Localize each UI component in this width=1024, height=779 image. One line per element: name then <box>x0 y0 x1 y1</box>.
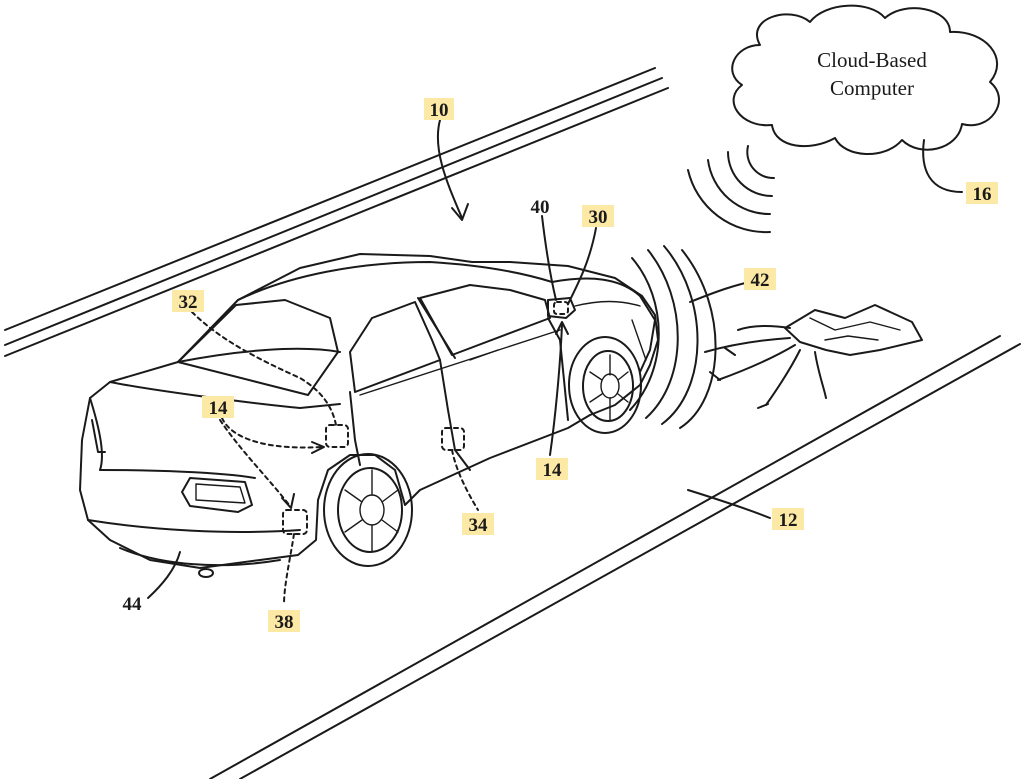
front-wheel <box>568 336 642 434</box>
label-38: 38 <box>275 612 294 633</box>
reference-labels: 10 40 30 32 14 14 34 38 44 42 12 16 <box>123 98 998 633</box>
highlight-16 <box>966 182 998 204</box>
highlight-32 <box>172 290 204 312</box>
rear-wheel <box>323 453 413 567</box>
wireless-signal-icon <box>687 145 775 234</box>
label-14-rear: 14 <box>209 398 229 419</box>
rear-side-window <box>349 301 441 393</box>
vehicle <box>79 253 659 578</box>
road-debris <box>689 279 923 409</box>
road-edge-lower-1 <box>209 335 1001 779</box>
label-16: 16 <box>973 184 992 205</box>
road-edge-lower-2 <box>239 343 1021 779</box>
highlight-30 <box>582 205 614 227</box>
sensor-waves-icon <box>629 245 717 429</box>
car-body-outline <box>79 253 659 569</box>
highlight-38 <box>268 610 300 632</box>
cloud-based-computer: Cloud-Based Computer <box>731 4 1000 193</box>
road-edge-upper-1 <box>4 67 656 331</box>
label-30: 30 <box>589 207 608 228</box>
rear-windshield <box>177 299 339 396</box>
front-side-window <box>419 284 551 356</box>
label-14-front: 14 <box>543 460 563 481</box>
tail-light-left <box>91 419 106 453</box>
car-roof <box>237 261 553 301</box>
road-edge-upper-3 <box>4 87 669 357</box>
label-10: 10 <box>430 100 449 121</box>
label-34: 34 <box>469 515 489 536</box>
label-40: 40 <box>531 197 550 218</box>
highlight-10 <box>424 98 454 120</box>
sensor-box-32 <box>325 424 349 448</box>
leader-lines <box>147 119 771 606</box>
label-12: 12 <box>779 510 798 531</box>
exhaust-icon <box>198 568 214 578</box>
highlight-14-front <box>536 458 568 480</box>
road <box>4 67 1021 779</box>
label-42: 42 <box>751 270 770 291</box>
road-edge-upper-2 <box>4 77 663 346</box>
highlight-12 <box>772 508 804 530</box>
cloud-text-line1: Cloud-Based <box>817 48 927 72</box>
label-32: 32 <box>179 292 198 313</box>
tail-light-right <box>181 477 253 513</box>
label-44: 44 <box>123 594 143 615</box>
highlight-34 <box>462 513 494 535</box>
side-mirror <box>547 297 576 319</box>
highlight-14-rear <box>202 396 234 418</box>
sensor-box-30 <box>553 301 569 315</box>
cloud-shape-icon <box>731 4 1000 155</box>
highlight-42 <box>744 268 776 290</box>
leader-16 <box>922 139 963 193</box>
cloud-text-line2: Computer <box>830 76 914 100</box>
